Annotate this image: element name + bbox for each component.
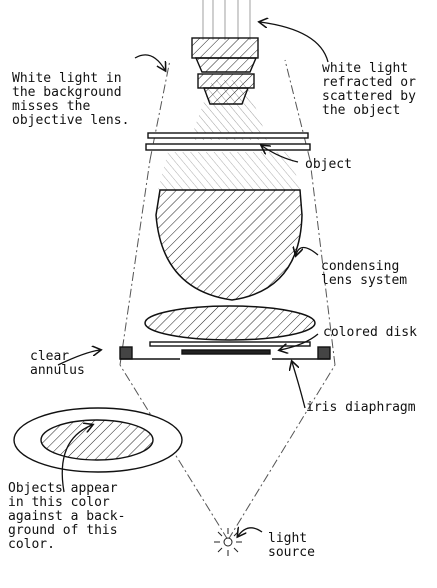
label-white-light-background: White light in the background misses the… [12, 71, 130, 128]
light-source-icon [214, 528, 242, 556]
object-slide [145, 132, 311, 151]
filter-disk-illustration [13, 407, 183, 473]
light-beam-lines [202, 0, 251, 40]
label-colored-disk: colored disk [323, 325, 417, 340]
condensed-beam [158, 152, 300, 190]
colored-disk-assembly [119, 341, 331, 360]
label-condensing-lens: condensing lens system [321, 259, 408, 288]
label-iris-diaphragm: iris diaphragm [306, 400, 416, 415]
objective-lens [191, 37, 259, 105]
label-clear-annulus: clear annulus [30, 349, 85, 378]
condensing-lens-system [144, 189, 316, 341]
label-objects-color: Objects appear in this color against a b… [8, 481, 126, 552]
label-light-source: light source [268, 531, 315, 560]
label-object: object [305, 157, 352, 172]
label-white-light-refracted: white light refracted or scattered by th… [322, 61, 416, 118]
callout-arrows [57, 22, 329, 536]
